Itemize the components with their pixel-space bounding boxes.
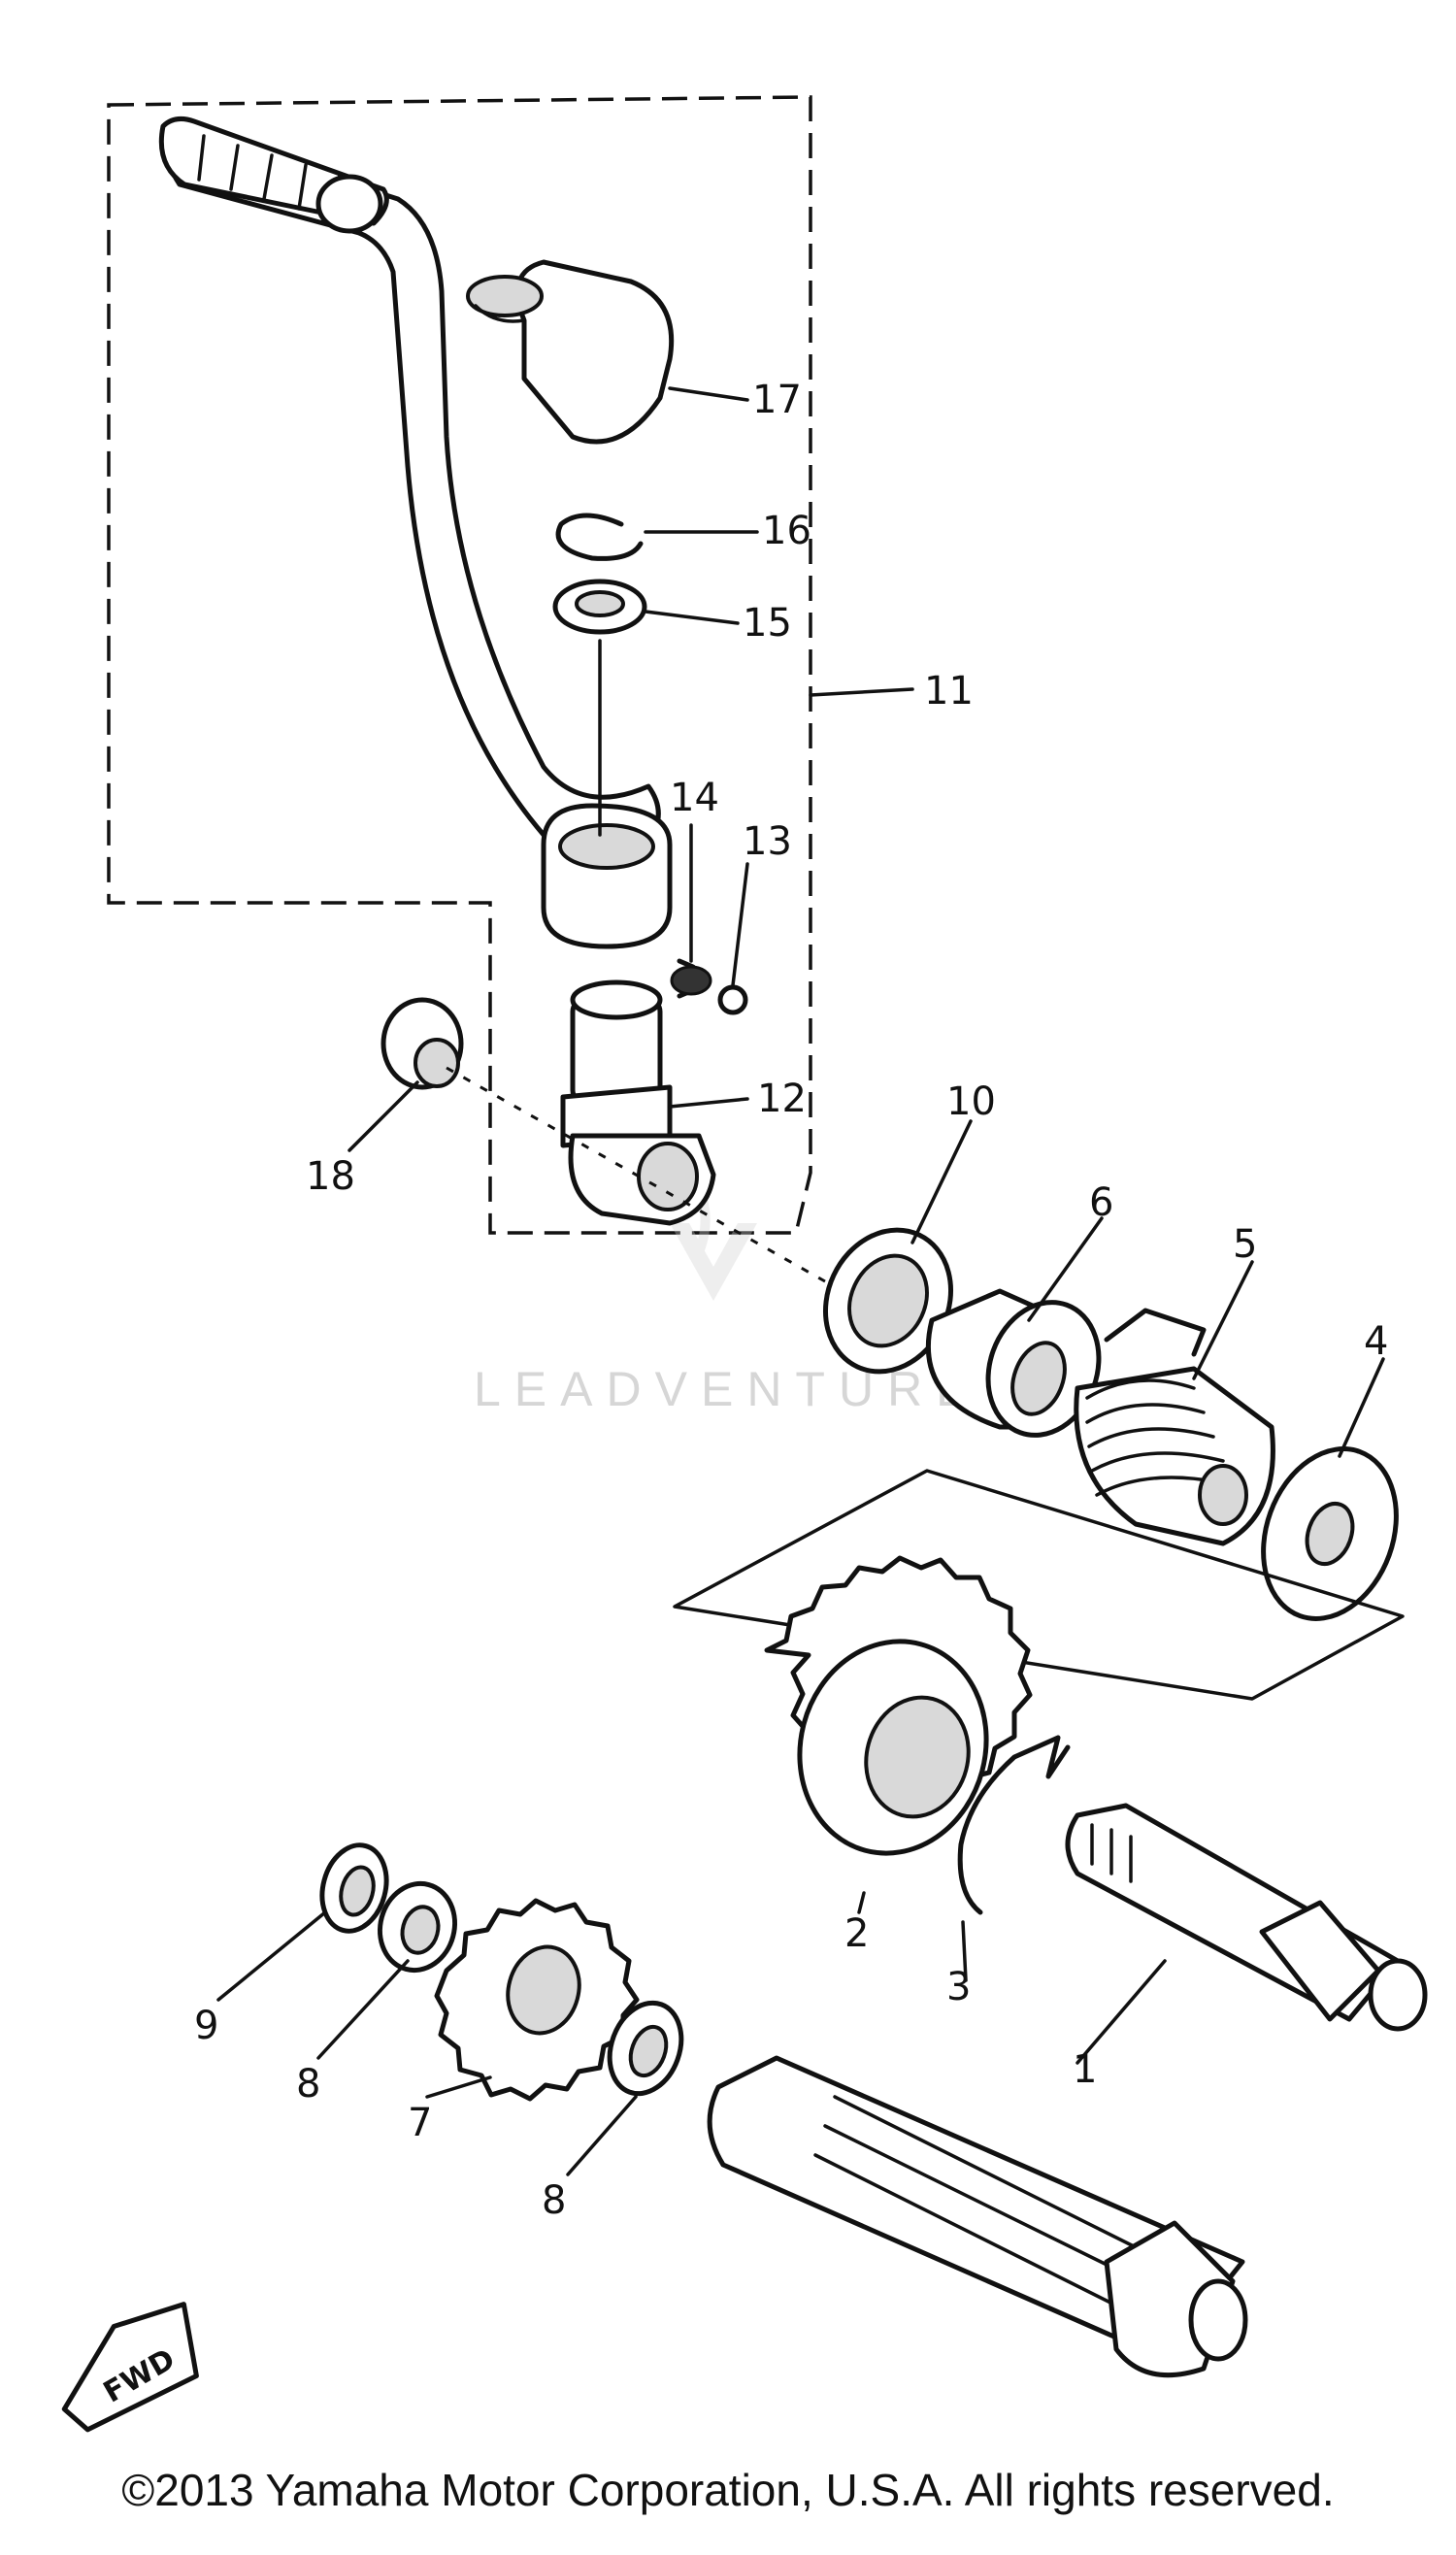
callout-9: 9 [194, 2004, 218, 2048]
part-8-washer-upper [377, 1880, 458, 1974]
callout-18: 18 [306, 1154, 355, 1199]
leader-11 [809, 687, 914, 697]
part-1-kick-axle [1065, 1803, 1428, 2032]
callout-2: 2 [844, 1911, 869, 1956]
part-13-ball [717, 984, 748, 1015]
watermark-text: LEADVENTURE [474, 1362, 982, 1416]
callout-16: 16 [762, 509, 811, 553]
callout-8b: 8 [542, 2178, 566, 2223]
callout-15: 15 [743, 601, 792, 646]
callout-6: 6 [1089, 1180, 1113, 1225]
part-14-spring [670, 958, 712, 999]
axis-line-upper [446, 1066, 826, 1283]
fwd-arrow-icon: FWD [61, 2302, 199, 2433]
callout-13: 13 [743, 819, 792, 864]
callout-3: 3 [946, 1965, 971, 2009]
callout-8a: 8 [296, 2062, 320, 2107]
assembly-boundary [107, 95, 812, 1235]
callout-11: 11 [924, 669, 974, 713]
kick-crank-lever [158, 116, 673, 949]
callout-4: 4 [1364, 1319, 1388, 1364]
callout-14: 14 [670, 776, 719, 820]
part-16-circlip [555, 513, 644, 561]
part-12-kick-shaft [560, 979, 716, 1226]
main-axle [707, 2055, 1248, 2378]
callout-12: 12 [757, 1077, 807, 1121]
callout-1: 1 [1073, 2047, 1097, 2092]
callout-numbers: 1 2 3 4 5 6 7 8 8 9 10 11 12 13 14 15 16… [194, 378, 1388, 2223]
part-5-torsion-spring [1074, 1308, 1275, 1546]
callout-7: 7 [408, 2101, 432, 2145]
part-7-gear [434, 1898, 640, 2102]
group-outline [673, 1469, 1405, 1701]
callout-17: 17 [752, 378, 802, 422]
part-2-kick-gear [764, 1555, 1033, 1856]
part-9-washer [319, 1842, 389, 1934]
part-4-washer [1261, 1446, 1399, 1621]
callout-5: 5 [1233, 1222, 1257, 1267]
callout-leaders [216, 386, 1385, 2176]
part-18-seal [381, 997, 464, 1090]
callout-10: 10 [946, 1079, 996, 1124]
copyright-notice: ©2013 Yamaha Motor Corporation, U.S.A. A… [121, 2465, 1335, 2515]
part-3-clip [957, 1735, 1071, 1915]
part-17-kick-boot [466, 259, 675, 445]
part-8-washer-lower [607, 2000, 684, 2097]
